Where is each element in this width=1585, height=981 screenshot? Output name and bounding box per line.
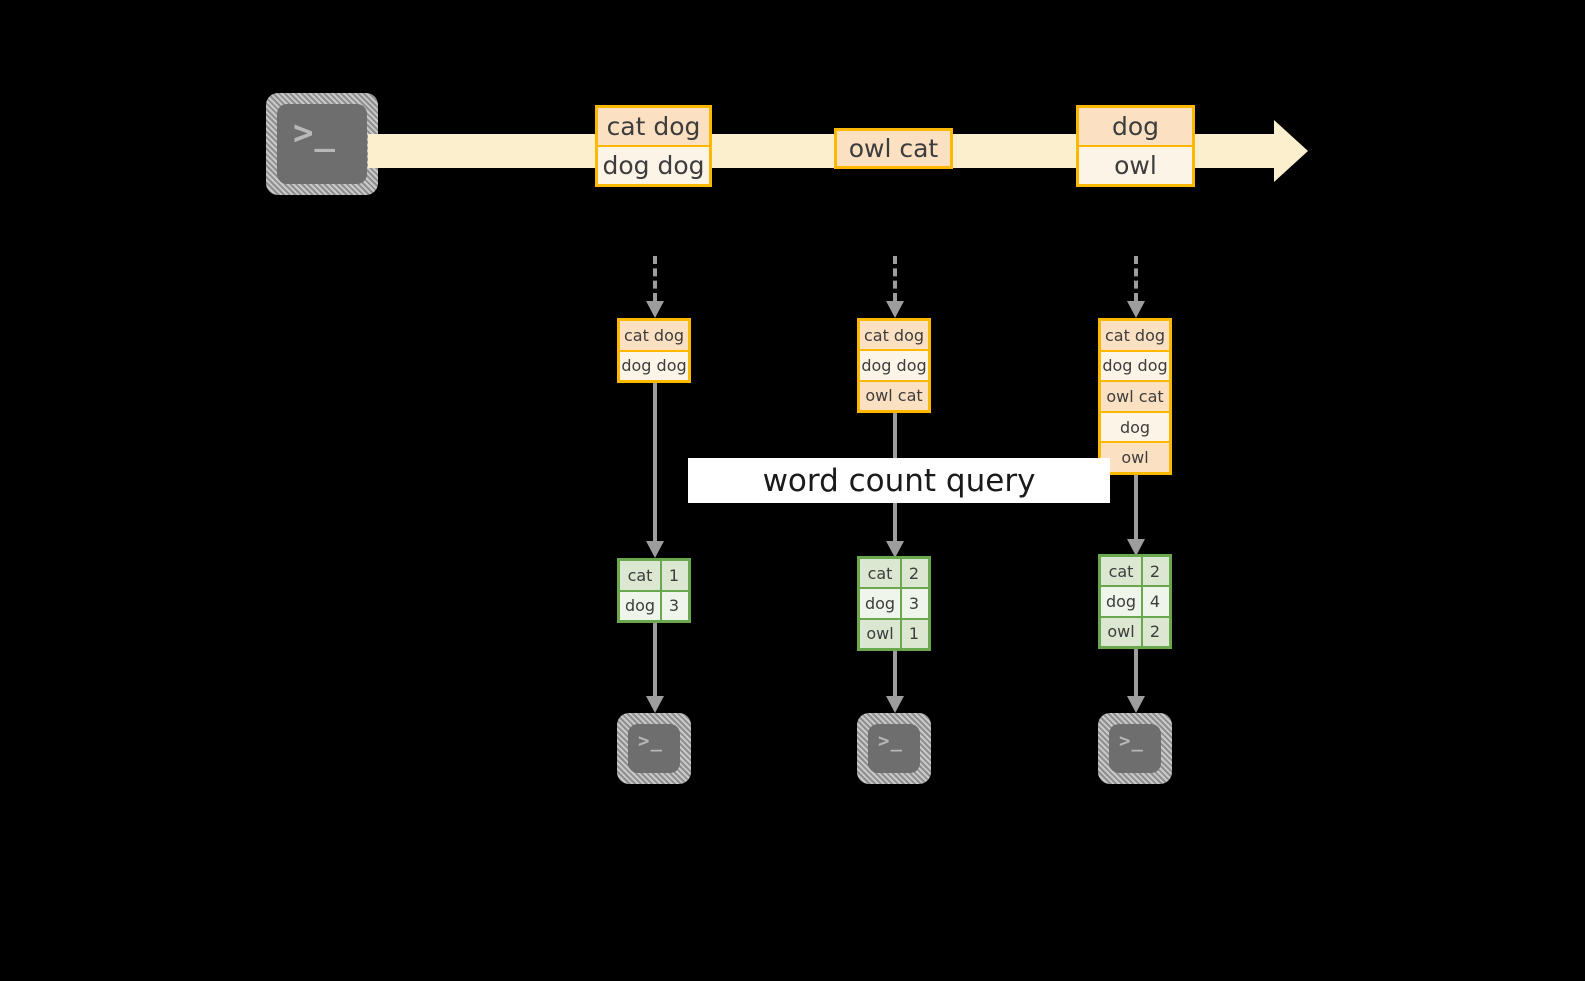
stream-batch-1[interactable]: cat dog dog dog: [595, 105, 712, 187]
result-count: 2: [1149, 622, 1161, 642]
accumulated-line: dog dog: [620, 351, 688, 380]
terminal-prompt-glyph: >_: [878, 730, 903, 752]
query-label: word count query: [688, 458, 1110, 503]
accumulated-line: cat dog: [1101, 321, 1169, 352]
accumulated-line: owl cat: [865, 386, 923, 406]
terminal-icon-sink-2[interactable]: >_: [857, 713, 931, 784]
stream-batch-2[interactable]: owl cat: [834, 128, 953, 169]
result-word: dog: [860, 589, 902, 618]
stream-batch-1-line-1: cat dog: [598, 108, 709, 147]
result-word: owl: [1101, 617, 1143, 646]
stream-batch-1-line-2: dog dog: [598, 147, 709, 184]
stream-batch-3-line-2: owl: [1079, 147, 1192, 184]
table-row: cat 2: [860, 559, 928, 590]
result-count: 1: [668, 565, 680, 585]
accumulated-table-column-1[interactable]: cat dog dog dog: [617, 318, 691, 383]
table-row: cat 1: [620, 561, 688, 592]
result-count: 2: [908, 563, 920, 583]
result-word: dog: [620, 591, 662, 620]
result-table-column-1[interactable]: cat 1 dog 3: [617, 558, 691, 623]
query-connector-column-3: [1127, 475, 1145, 556]
result-count: 1: [908, 624, 920, 644]
terminal-screen: >_: [868, 724, 920, 773]
sink-connector-column-3: [1127, 649, 1145, 713]
sink-connector-column-2: [886, 651, 904, 713]
accumulated-line: cat dog: [620, 321, 688, 352]
table-row: owl 2: [1101, 617, 1169, 646]
result-word: cat: [860, 559, 902, 588]
table-row: cat 2: [1101, 557, 1169, 588]
stream-batch-2-line-1: owl cat: [848, 134, 939, 163]
accumulated-line: dog dog: [860, 351, 928, 382]
result-count: 3: [908, 593, 920, 613]
accumulated-line: owl: [1121, 448, 1149, 468]
result-word: owl: [860, 619, 902, 648]
dashed-connector-column-1: [646, 256, 664, 318]
accumulated-table-column-2[interactable]: cat dog dog dog owl cat: [857, 318, 931, 413]
terminal-prompt-glyph: >_: [638, 730, 663, 752]
table-row: dog 3: [860, 589, 928, 620]
terminal-icon-sink-1[interactable]: >_: [617, 713, 691, 784]
dashed-connector-column-2: [886, 256, 904, 318]
stream-arrow-head: [1274, 120, 1308, 182]
result-table-column-3[interactable]: cat 2 dog 4 owl 2: [1098, 554, 1172, 649]
terminal-screen: >_: [628, 724, 680, 773]
table-row: dog 4: [1101, 587, 1169, 618]
result-count: 4: [1149, 591, 1161, 611]
table-row: dog 3: [620, 591, 688, 620]
terminal-icon-source[interactable]: >_: [266, 93, 378, 195]
result-word: dog: [1101, 587, 1143, 616]
terminal-prompt-glyph: >_: [1119, 730, 1144, 752]
result-word: cat: [1101, 557, 1143, 586]
accumulated-line: dog dog: [1101, 351, 1169, 383]
accumulated-line: dog: [1101, 412, 1169, 444]
result-count: 3: [668, 596, 680, 616]
stream-batch-3-line-1: dog: [1079, 108, 1192, 147]
terminal-prompt-glyph: >_: [293, 113, 336, 153]
accumulated-table-column-3[interactable]: cat dog dog dog owl cat dog owl: [1098, 318, 1172, 475]
accumulated-line: owl cat: [1101, 382, 1169, 413]
result-table-column-2[interactable]: cat 2 dog 3 owl 1: [857, 556, 931, 651]
stream-batch-3[interactable]: dog owl: [1076, 105, 1195, 187]
dashed-connector-column-3: [1127, 256, 1145, 318]
result-word: cat: [620, 561, 662, 590]
terminal-icon-sink-3[interactable]: >_: [1098, 713, 1172, 784]
result-count: 2: [1149, 561, 1161, 581]
terminal-screen: >_: [277, 104, 367, 184]
terminal-screen: >_: [1109, 724, 1161, 773]
query-connector-column-1: [646, 383, 664, 558]
sink-connector-column-1: [646, 623, 664, 713]
accumulated-line: cat dog: [860, 321, 928, 352]
table-row: owl 1: [860, 619, 928, 648]
